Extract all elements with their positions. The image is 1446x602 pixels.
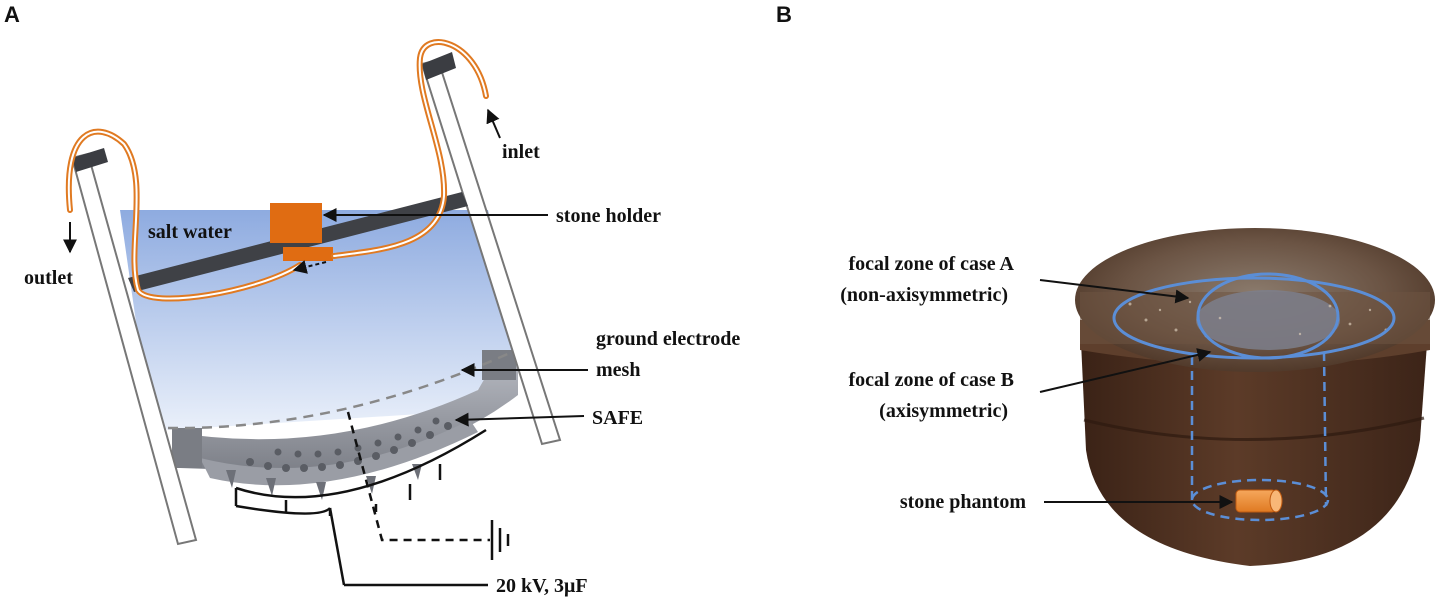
stone-holder-label: stone holder bbox=[556, 205, 661, 227]
stone-holder-base bbox=[283, 247, 333, 261]
phantom-body bbox=[1080, 320, 1428, 566]
outlet-label: outlet bbox=[24, 267, 73, 289]
mesh-label: mesh bbox=[596, 359, 640, 381]
safe-leader bbox=[454, 412, 585, 427]
panel-label-b: B bbox=[776, 2, 792, 27]
focal-b-leader bbox=[1039, 348, 1212, 393]
gel-phantom-photo bbox=[1075, 228, 1435, 566]
salt-water-label: salt water bbox=[148, 221, 232, 243]
electrode-bus bbox=[235, 428, 487, 499]
safe-transducer bbox=[172, 350, 518, 500]
panel-label-a: A bbox=[4, 2, 20, 27]
right-wall-cap bbox=[422, 52, 456, 80]
left-wall-cap bbox=[72, 148, 108, 172]
flow-direction-arrow bbox=[292, 260, 327, 274]
focal-b-label: focal zone of case B bbox=[848, 369, 1014, 391]
inlet-arrow bbox=[486, 108, 501, 139]
focal-zone-b bbox=[1196, 272, 1340, 360]
power-label: 20 kV, 3μF bbox=[496, 575, 588, 597]
focal-a-leader bbox=[1039, 279, 1190, 304]
stone-phantom bbox=[1235, 489, 1283, 513]
inlet-label: inlet bbox=[502, 141, 540, 163]
phantom-well bbox=[1196, 290, 1340, 350]
ground-electrode-label: ground electrode bbox=[596, 328, 740, 350]
safe-label: SAFE bbox=[592, 407, 643, 429]
electrical-circuit bbox=[234, 411, 510, 587]
focal-b-sublabel: (axisymmetric) bbox=[879, 400, 1008, 422]
stone-phantom-label: stone phantom bbox=[900, 491, 1026, 513]
focal-projection bbox=[1190, 478, 1330, 522]
stone-holder bbox=[270, 203, 322, 243]
focal-a-sublabel: (non-axisymmetric) bbox=[840, 284, 1008, 306]
water-tank bbox=[65, 39, 562, 546]
focal-a-label: focal zone of case A bbox=[848, 253, 1014, 275]
